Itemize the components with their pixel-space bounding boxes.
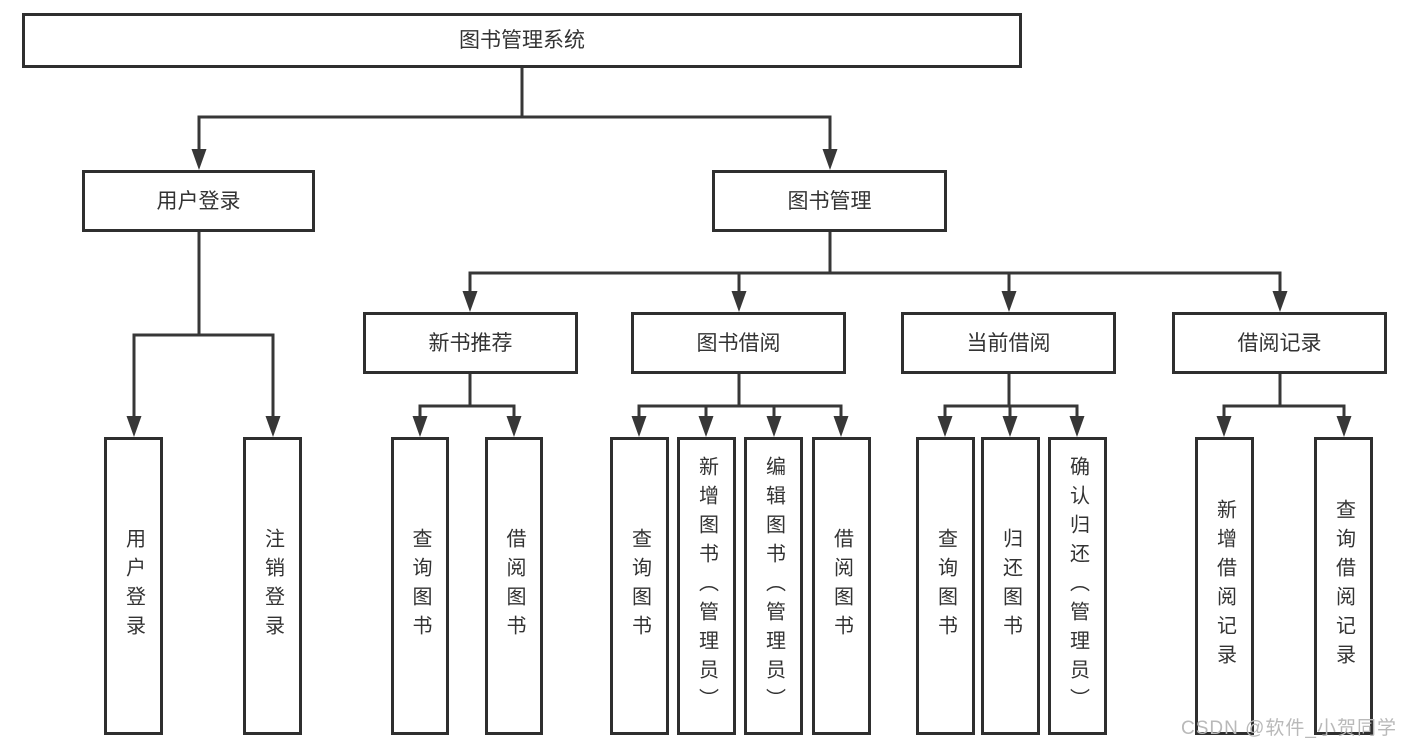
arrowhead-icon [126,416,142,437]
node-root: 图书管理系统 [22,13,1022,68]
arrowhead-icon [506,416,522,437]
leaf-return-book: 归还图书 [981,437,1040,735]
arrowhead-icon [191,149,207,170]
connector-new-book-to-leaves [412,374,522,437]
node-borrow-records: 借阅记录 [1172,312,1387,374]
arrowhead-icon [462,291,478,312]
connector-borrow-records-to-leaves [1216,374,1352,437]
arrowhead-icon [698,416,714,437]
leaf-user-login: 用户登录 [104,437,163,735]
arrowhead-icon [265,416,281,437]
arrowhead-icon [731,291,747,312]
arrowhead-icon [631,416,647,437]
leaf-query-book-recommend: 查询图书 [391,437,449,735]
leaf-borrow-book-recommend: 借阅图书 [485,437,543,735]
arrowhead-icon [766,416,782,437]
leaf-query-book-borrow: 查询图书 [610,437,669,735]
leaf-borrow-book: 借阅图书 [812,437,871,735]
node-new-book-recommend: 新书推荐 [363,312,578,374]
leaf-edit-book-admin: 编辑图书（管理员） [744,437,803,735]
arrowhead-icon [1001,291,1017,312]
connector-root-to-level2 [191,68,838,170]
leaf-confirm-return-admin: 确认归还（管理员） [1048,437,1107,735]
leaf-add-borrow-record: 新增借阅记录 [1195,437,1254,735]
arrowhead-icon [1336,416,1352,437]
connector-book-borrow-to-leaves [631,374,849,437]
arrowhead-icon [1002,416,1018,437]
leaf-logout: 注销登录 [243,437,302,735]
arrowhead-icon [1216,416,1232,437]
connector-user-login-to-leaves [126,232,281,437]
connector-book-management-to-level3 [462,232,1288,312]
node-user-login: 用户登录 [82,170,315,232]
arrowhead-icon [412,416,428,437]
arrowhead-icon [833,416,849,437]
leaf-add-book-admin: 新增图书（管理员） [677,437,736,735]
arrowhead-icon [1272,291,1288,312]
node-book-management: 图书管理 [712,170,947,232]
connector-current-borrow-to-leaves [937,374,1085,437]
arrowhead-icon [937,416,953,437]
arrowhead-icon [822,149,838,170]
leaf-query-book-current: 查询图书 [916,437,975,735]
leaf-query-borrow-record: 查询借阅记录 [1314,437,1373,735]
node-current-borrow: 当前借阅 [901,312,1116,374]
arrowhead-icon [1069,416,1085,437]
node-book-borrow: 图书借阅 [631,312,846,374]
csdn-watermark: CSDN @软件_小贺同学 [1181,718,1397,739]
